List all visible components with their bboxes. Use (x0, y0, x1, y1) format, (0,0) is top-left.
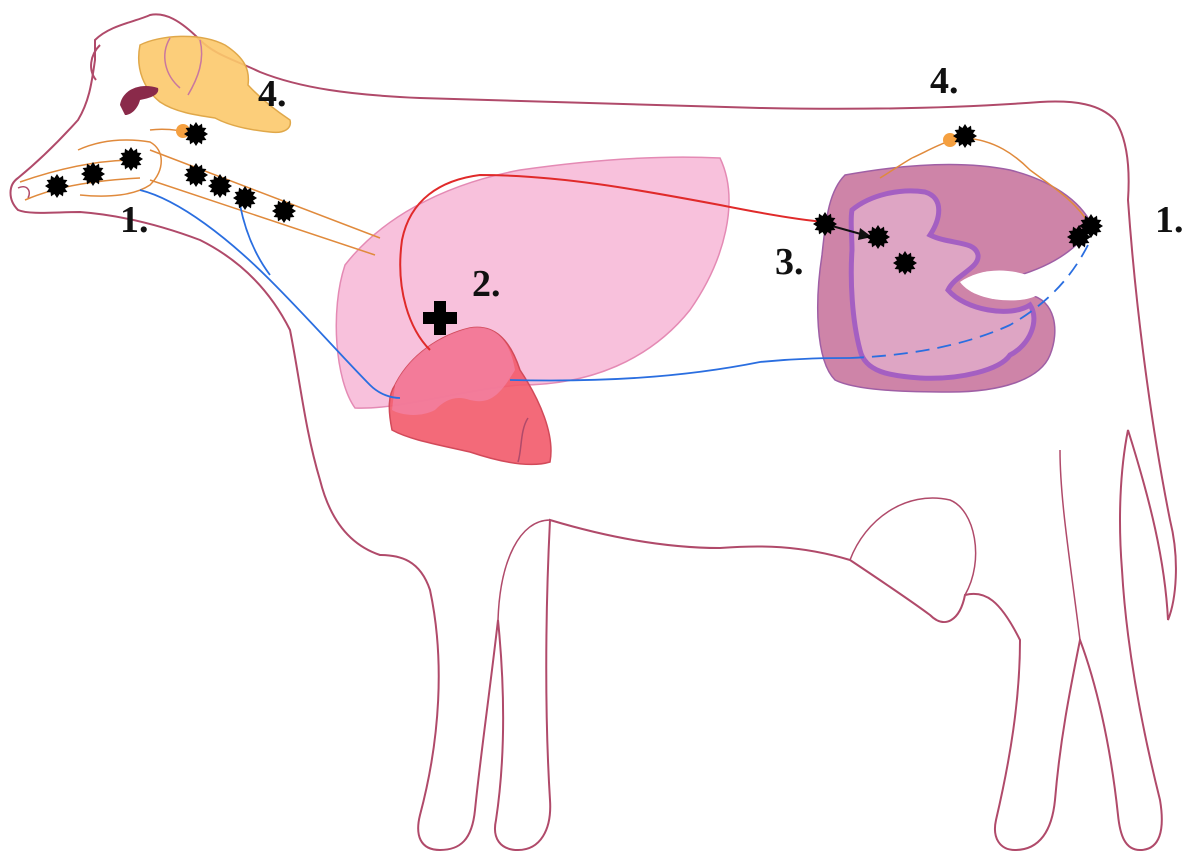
virus-particle (208, 174, 232, 198)
cow-outline (11, 14, 1176, 850)
virus-particle (272, 199, 296, 223)
label-3-intestine: 3. (775, 241, 804, 283)
leg-detail-line (498, 520, 550, 620)
virus-particle (81, 162, 105, 186)
pituitary-organ (120, 86, 158, 115)
virus-particle (184, 122, 208, 146)
label-4-back: 4. (930, 60, 959, 102)
virus-particle (953, 124, 977, 148)
label-4-brain: 4. (258, 73, 287, 115)
label-1-tail: 1. (1155, 199, 1184, 241)
virus-particle (45, 174, 69, 198)
virus-particle (119, 147, 143, 171)
label-2-heart: 2. (472, 263, 501, 305)
nostril-outline (18, 187, 29, 198)
virus-particle (184, 163, 208, 187)
rear-leg-line (1060, 450, 1080, 640)
lung (336, 157, 729, 408)
udder-outline (850, 498, 976, 595)
label-1-mouth: 1. (120, 199, 149, 241)
